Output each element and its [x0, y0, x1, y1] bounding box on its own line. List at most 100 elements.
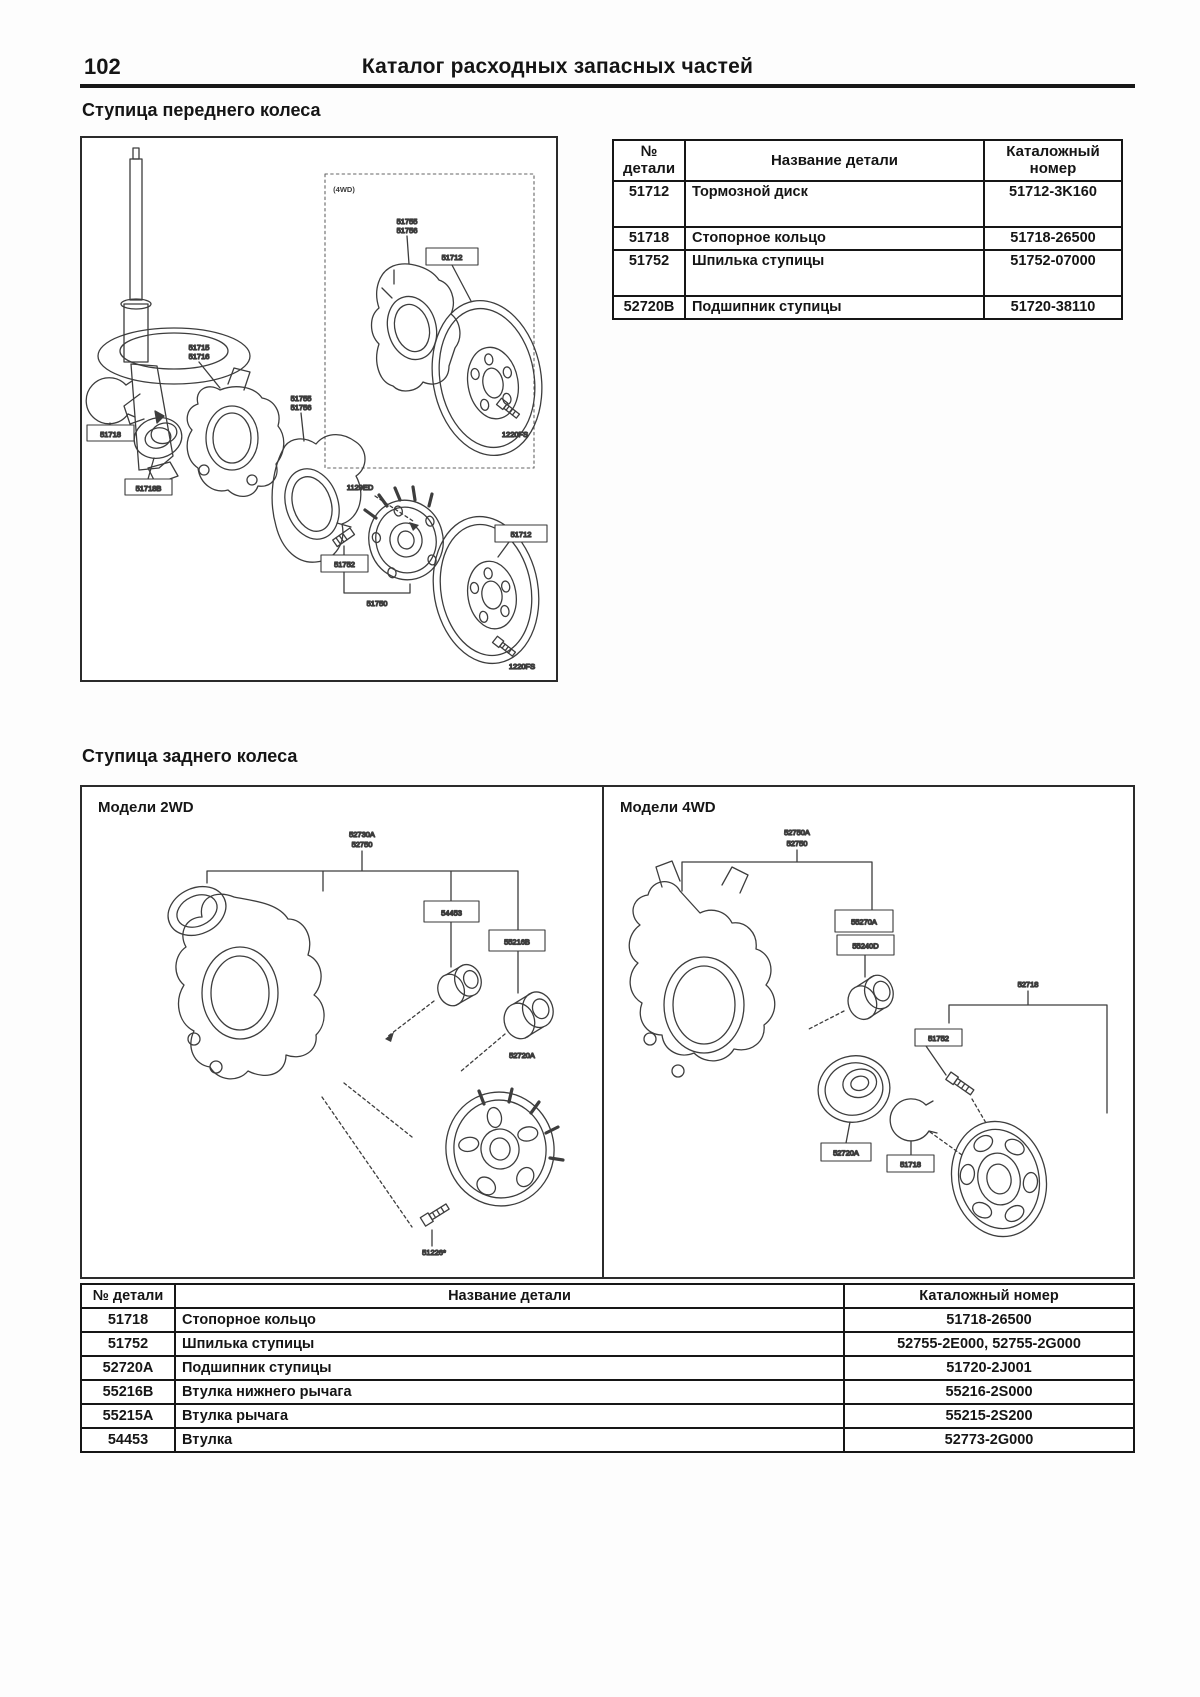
cell-catalog-number: 51718-26500 — [843, 1307, 1135, 1333]
col-part-name: Название детали — [684, 139, 985, 182]
page-title: Каталог расходных запасных частей — [361, 55, 754, 78]
table-row: 54453 Втулка 52773-2G000 — [80, 1427, 1135, 1453]
fourwd-shield-drawing — [370, 263, 461, 392]
twowd-top-label-2: 52750 — [352, 840, 373, 849]
stack-label-box-2 — [836, 934, 895, 956]
knuckle-label-top: 51715 — [189, 343, 210, 352]
cell-part-name: Тормозной диск — [684, 179, 985, 228]
fourwd-snap-ring-drawing — [889, 1098, 938, 1142]
col-catalog-number: Каталожный номер — [843, 1283, 1135, 1309]
table-row: 55216B Втулка нижнего рычага 55216-2S000 — [80, 1379, 1135, 1405]
front-bolt-drawing — [491, 635, 517, 657]
fourwd-rear-bolt-drawing — [945, 1071, 975, 1096]
cell-catalog-number: 51752-07000 — [983, 248, 1123, 297]
rear-table-header: № детали Название детали Каталожный номе… — [80, 1283, 1135, 1309]
front-parts-table: № детали Название детали Каталожный номе… — [612, 139, 1123, 320]
fourwd-disc-label: 51712 — [442, 253, 463, 262]
front-table-header: № детали Название детали Каталожный номе… — [612, 139, 1123, 182]
cell-part-name: Шпилька ступицы — [684, 248, 985, 297]
cell-part-name: Втулка нижнего рычага — [174, 1379, 845, 1405]
fourwd-disc-drawing — [431, 299, 543, 457]
rear-2wd-drawing: 52730A 52750 54453 55216B — [167, 829, 565, 1258]
front-disc-drawing — [432, 515, 540, 665]
cell-part-name: Подшипник ступицы — [684, 294, 985, 320]
front-hub-exploded-drawing: 51718 51718B 51715 51716 — [85, 147, 548, 672]
table-row: 51718 Стопорное кольцо 51718-26500 — [80, 1307, 1135, 1333]
arrow-code-label: 1129ED — [347, 483, 374, 492]
table-row: 51752 Шпилька ступицы 51752-07000 — [612, 248, 1123, 297]
snap-ring-label: 51718 — [100, 430, 121, 439]
stack-label-1: 55270A — [851, 918, 877, 927]
large-bushing-drawing — [503, 991, 554, 1040]
shield-label-top: 51755 — [291, 394, 312, 403]
cell-catalog-number: 51718-26500 — [983, 225, 1123, 251]
knuckle-label-bottom: 51716 — [189, 352, 210, 361]
rear-4wd-hub-drawing — [950, 1120, 1048, 1238]
fourwd-box-title: (4WD) — [333, 185, 355, 194]
table-row: 55215A Втулка рычага 55215-2S200 — [80, 1403, 1135, 1429]
front-disc-label: 51712 — [511, 530, 532, 539]
cell-catalog-number: 51712-3K160 — [983, 179, 1123, 228]
cell-part-number: 55216B — [80, 1379, 176, 1405]
stack-label-2: 55240D — [852, 942, 879, 951]
cell-part-name: Втулка — [174, 1427, 845, 1453]
fourwd-shield-label-bottom: 51756 — [397, 226, 418, 235]
front-bolt-label: 1220FS — [509, 662, 535, 671]
front-hub-diagram-panel: 51718 51718B 51715 51716 — [80, 136, 558, 682]
cell-part-number: 52720A — [80, 1355, 176, 1381]
fourwd-shield-label-top: 51755 — [397, 217, 418, 226]
cell-part-name: Стопорное кольцо — [174, 1307, 845, 1333]
fourwd-dashed-box — [324, 173, 535, 469]
fourwd-bushing-drawing — [847, 974, 894, 1021]
rear-2wd-bolt-drawing — [419, 1203, 450, 1227]
col-part-name: Название детали — [174, 1283, 845, 1309]
cell-part-name: Шпилька ступицы — [174, 1331, 845, 1357]
col-part-number: № детали — [80, 1283, 176, 1309]
fourwd-top-label-2: 52750 — [787, 839, 808, 848]
rear-hub-diagram-panel: Модели 2WD Модели 4WD 52730A 52750 54453… — [80, 785, 1135, 1279]
snap-ring-label-box — [86, 424, 135, 442]
col-part-number: № детали — [612, 139, 686, 182]
hub-code-label: 51750 — [367, 599, 388, 608]
rear-parts-table: № детали Название детали Каталожный номе… — [80, 1283, 1135, 1453]
front-section-heading: Ступица переднего колеса — [82, 100, 321, 120]
cell-part-number: 51718 — [80, 1307, 176, 1333]
cell-catalog-number: 52755-2E000, 52755-2G000 — [843, 1331, 1135, 1357]
rear-4wd-drawing: 52750A 52750 55270A 55240D — [628, 827, 1108, 1238]
table-row: 52720B Подшипник ступицы 51720-38110 — [612, 294, 1123, 320]
bearing-label: 51718B — [136, 484, 162, 493]
cell-part-number: 51752 — [80, 1331, 176, 1357]
table-row: 51752 Шпилька ступицы 52755-2E000, 52755… — [80, 1331, 1135, 1357]
rear-2wd-knuckle-drawing — [175, 893, 325, 1080]
fourwd-snap-label: 51718 — [900, 1160, 921, 1169]
col-catalog-number: Каталожный номер — [983, 139, 1123, 182]
fourwd-top-label-1: 52750A — [784, 828, 810, 837]
fourwd-bolt-label: 51752 — [928, 1034, 949, 1043]
fourwd-snap-label-box — [886, 1154, 935, 1173]
bearing-label-box — [124, 478, 173, 496]
stud-label: 51752 — [334, 560, 355, 569]
cell-part-name: Подшипник ступицы — [174, 1355, 845, 1381]
twowd-panel-title: Модели 2WD — [98, 799, 194, 816]
front-bearing-drawing — [133, 417, 183, 459]
cell-part-number: 51712 — [612, 179, 686, 228]
fourwd-hub-label: 52718 — [1018, 980, 1039, 989]
rear-bearing-label: 52720A — [509, 1051, 535, 1060]
hub-stud-drawing — [332, 527, 356, 548]
twowd-top-label-1: 52730A — [349, 830, 375, 839]
fourwd-bolt-label: 1220FS — [502, 430, 528, 439]
front-hub-drawing — [368, 499, 444, 581]
panel-divider — [602, 787, 604, 1277]
front-shield-drawing — [271, 434, 366, 563]
cell-part-number: 52720B — [612, 294, 686, 320]
cell-catalog-number: 55216-2S000 — [843, 1379, 1135, 1405]
bushing1-label-box — [423, 900, 480, 923]
seal-drawing — [167, 885, 227, 937]
cell-catalog-number: 55215-2S200 — [843, 1403, 1135, 1429]
fourwd-bolt-drawing — [495, 397, 521, 419]
bushing2-label-box — [488, 929, 546, 952]
page-number: 102 — [84, 54, 121, 79]
stack-label-box-1 — [834, 909, 894, 933]
rear-bolt-label: 51226* — [422, 1248, 446, 1257]
cell-part-name: Стопорное кольцо — [684, 225, 985, 251]
